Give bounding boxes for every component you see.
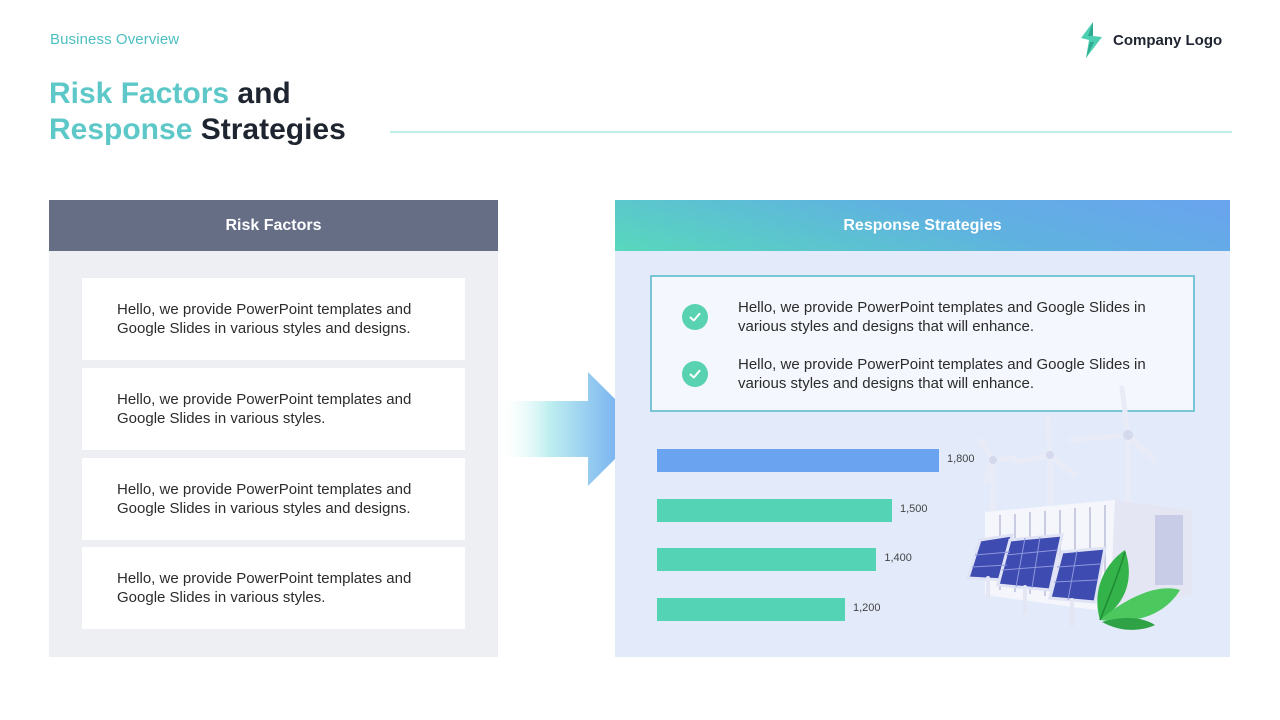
renewable-energy-illustration [965, 385, 1192, 630]
logo-text: Company Logo [1113, 31, 1223, 49]
risk-card: Hello, we provide PowerPoint templates a… [82, 368, 465, 450]
section-eyebrow: Business Overview [50, 31, 180, 48]
risk-factors-panel: Risk Factors Hello, we provide PowerPoin… [49, 200, 498, 657]
chart-bar [657, 449, 939, 472]
strategy-text: Hello, we provide PowerPoint templates a… [738, 299, 1146, 335]
chart-value-label: 1,200 [853, 601, 881, 614]
logo-icon [1081, 22, 1102, 58]
check-circle-icon [682, 361, 708, 387]
risk-card: Hello, we provide PowerPoint templates a… [82, 458, 465, 540]
title-divider [390, 131, 1232, 133]
response-strategies-panel: Response Strategies Hello, we provide Po… [615, 200, 1230, 657]
title-rest-1: and [229, 77, 291, 110]
strategy-list: Hello, we provide PowerPoint templates a… [650, 275, 1195, 412]
strategy-item: Hello, we provide PowerPoint templates a… [682, 298, 1152, 336]
check-circle-icon [682, 304, 708, 330]
risk-card: Hello, we provide PowerPoint templates a… [82, 547, 465, 629]
page-title: Risk Factors and Response Strategies [49, 76, 346, 148]
title-rest-2: Strategies [192, 113, 346, 146]
strategy-text: Hello, we provide PowerPoint templates a… [738, 356, 1146, 392]
chart-bar [657, 597, 845, 621]
chart-bar [657, 548, 877, 571]
chart-value-label: 1,800 [947, 453, 975, 465]
strategy-item: Hello, we provide PowerPoint templates a… [682, 355, 1152, 393]
company-logo: Company Logo [1076, 20, 1222, 60]
response-strategies-header: Response Strategies [615, 200, 1230, 251]
risk-factors-header: Risk Factors [49, 200, 498, 251]
right-arrow-icon [497, 372, 645, 486]
chart-value-label: 1,400 [884, 552, 912, 564]
chart-bar [657, 498, 892, 522]
risk-card: Hello, we provide PowerPoint templates a… [82, 278, 465, 360]
title-accent-1: Risk Factors [49, 77, 230, 110]
chart-value-label: 1,500 [900, 502, 928, 515]
title-accent-2: Response [49, 113, 193, 146]
